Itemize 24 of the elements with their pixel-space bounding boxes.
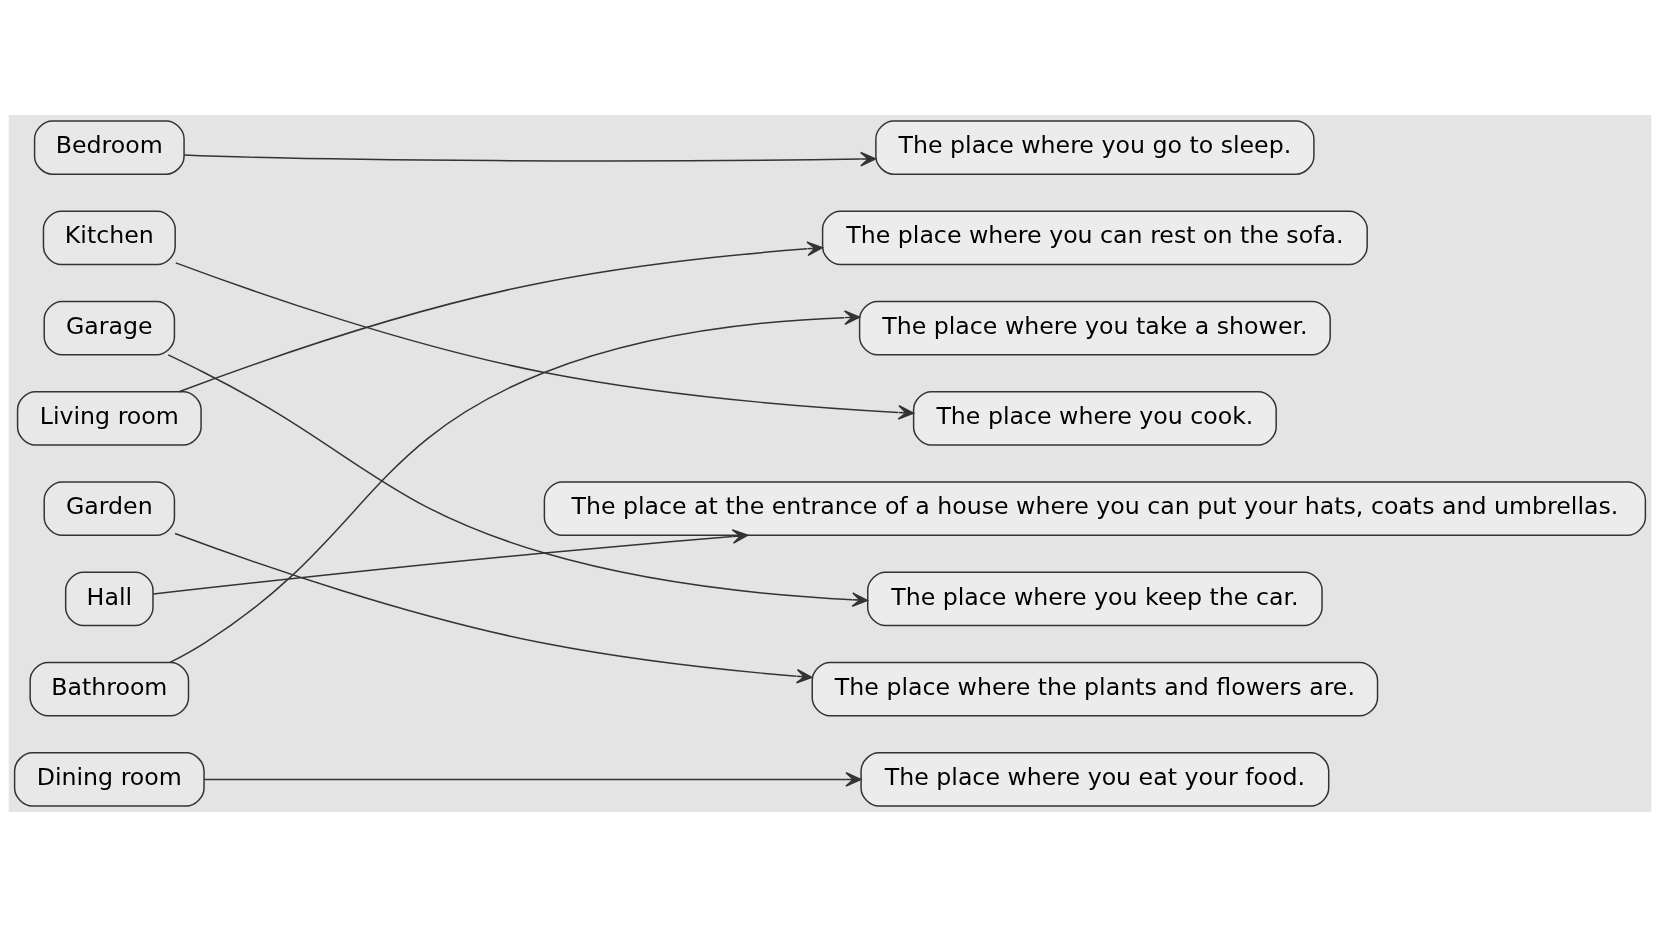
node-box: The place where you can rest on the sofa. <box>821 209 1368 265</box>
node-box: The place where you eat your food. <box>860 751 1330 807</box>
node-box: Dining room <box>13 751 205 807</box>
arrow <box>174 532 813 684</box>
arrow <box>203 771 862 787</box>
node-box: Hall <box>64 571 154 626</box>
node-box: Kitchen <box>42 209 176 265</box>
arrow <box>167 353 868 607</box>
node-box: Garage <box>43 300 176 355</box>
node-box: Garden <box>43 480 176 536</box>
node-box: The place where you go to sleep. <box>875 119 1315 175</box>
arrow <box>183 151 877 166</box>
node-box: The place where you cook. <box>912 390 1277 446</box>
node-box: Bedroom <box>33 119 185 175</box>
node-box: Living room <box>16 390 202 446</box>
node-box: The place where you take a shower. <box>858 300 1331 355</box>
arrow <box>175 261 915 420</box>
node-box: The place where you keep the car. <box>867 571 1323 626</box>
arrow <box>169 309 861 663</box>
node-box: Bathroom <box>29 661 190 717</box>
node-box: The place where the plants and flowers are. <box>811 661 1379 717</box>
arrow <box>178 240 824 392</box>
arrow <box>152 528 749 595</box>
node-box: The place at the entrance of a house where you can put your hats, coats and umbrellas. <box>543 480 1647 536</box>
